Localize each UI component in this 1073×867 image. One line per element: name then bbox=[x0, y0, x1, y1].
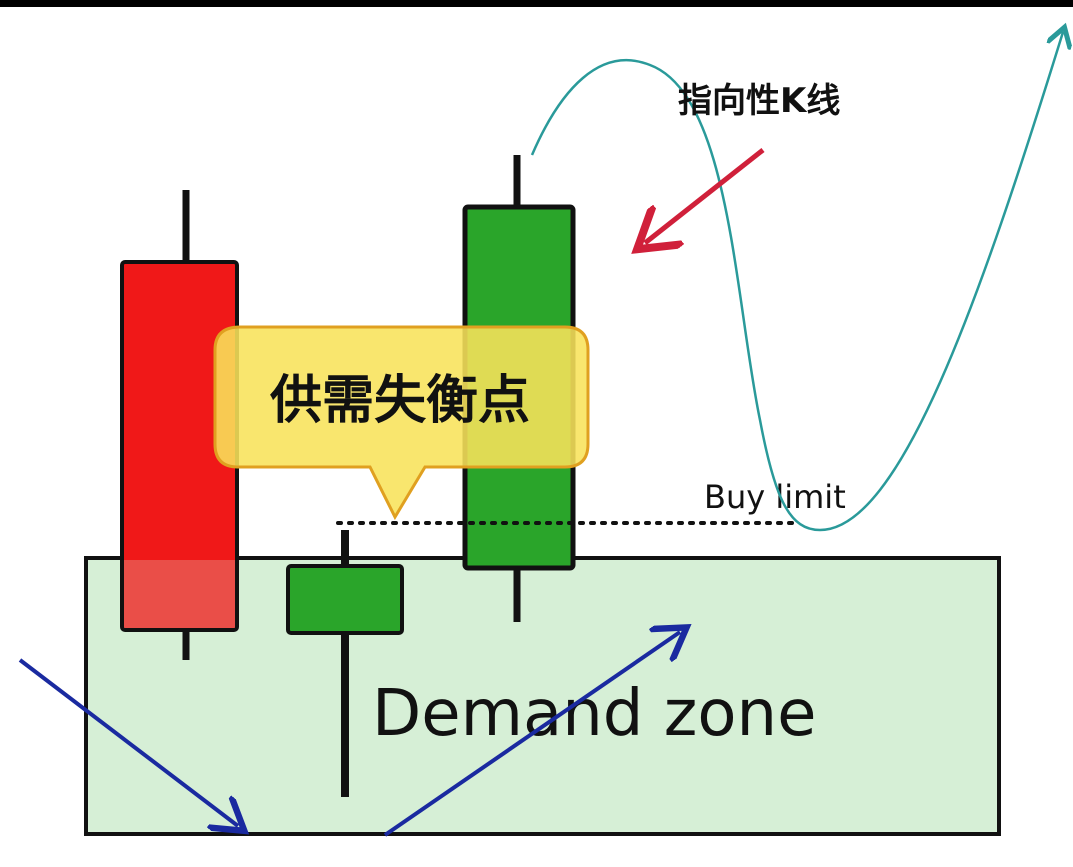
top-bar bbox=[0, 0, 1073, 7]
directional-candle-label: 指向性K线 bbox=[678, 81, 840, 121]
red-pointer-arrow bbox=[645, 148, 765, 243]
imbalance-point-label: 供需失衡点 bbox=[270, 371, 530, 431]
bearish-candle bbox=[120, 190, 239, 660]
price-path-arrow bbox=[530, 32, 1063, 532]
blue-down-arrow bbox=[18, 658, 238, 826]
blue-up-arrow bbox=[383, 632, 680, 837]
demand-zone-label: Demand zone bbox=[372, 677, 816, 751]
imbalance-callout: 供需失衡点 bbox=[213, 325, 590, 521]
small-bullish-candle bbox=[286, 530, 404, 797]
